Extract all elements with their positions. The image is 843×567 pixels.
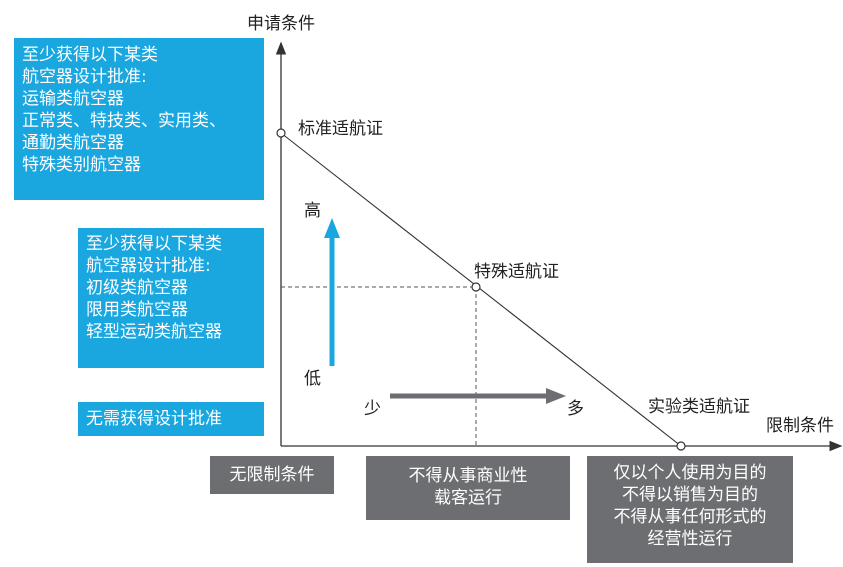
box-top-requirements: 至少获得以下某类 航空器设计批准: 运输类航空器 正常类、特技类、实用类、 通勤… [14, 38, 264, 200]
x-axis-label: 限制条件 [766, 416, 834, 436]
box-top-line: 通勤类航空器 [22, 133, 124, 153]
box-personal-use-line: 经营性运行 [647, 529, 733, 549]
box-personal-use-only: 仅以个人使用为目的 不得以销售为目的 不得从事任何形式的 经营性运行 [587, 456, 793, 563]
point-special [471, 282, 481, 292]
point-standard [276, 128, 286, 138]
box-no-commercial-line: 载客运行 [434, 488, 502, 508]
label-many: 多 [567, 399, 584, 419]
box-personal-use-line: 仅以个人使用为目的 [613, 463, 767, 483]
box-no-restriction-line: 无限制条件 [229, 465, 315, 485]
label-special: 特殊适航证 [474, 262, 559, 282]
box-top-line: 运输类航空器 [22, 89, 124, 109]
box-personal-use-line: 不得从事任何形式的 [613, 507, 767, 527]
box-middle-line: 至少获得以下某类 [86, 234, 222, 254]
label-low: 低 [304, 369, 321, 389]
box-top-line: 特殊类别航空器 [22, 155, 141, 175]
box-no-restriction: 无限制条件 [210, 456, 334, 494]
box-bottom-requirements: 无需获得设计批准 [78, 402, 264, 436]
box-middle-line: 轻型运动类航空器 [86, 322, 222, 342]
diagonal-line [280, 132, 682, 447]
box-middle-requirements: 至少获得以下某类 航空器设计批准: 初级类航空器 限用类航空器 轻型运动类航空器 [78, 228, 264, 368]
label-high: 高 [304, 201, 321, 221]
y-axis-label: 申请条件 [247, 14, 315, 34]
label-few: 少 [364, 399, 381, 419]
point-experimental [676, 441, 686, 451]
label-standard: 标准适航证 [298, 119, 383, 139]
box-middle-line: 航空器设计批准: [86, 256, 211, 276]
label-experimental: 实验类适航证 [648, 397, 750, 417]
arrow-up-head [324, 218, 340, 238]
box-no-commercial-line: 不得从事商业性 [408, 466, 528, 486]
box-top-line: 航空器设计批准: [22, 67, 147, 87]
box-top-line: 正常类、特技类、实用类、 [22, 111, 226, 131]
box-top-line: 至少获得以下某类 [22, 45, 158, 65]
box-personal-use-line: 不得以销售为目的 [622, 485, 758, 505]
box-bottom-line: 无需获得设计批准 [86, 409, 222, 429]
box-middle-line: 限用类航空器 [86, 300, 188, 320]
box-middle-line: 初级类航空器 [86, 278, 188, 298]
arrow-right-head [546, 388, 566, 404]
box-no-commercial-passenger: 不得从事商业性 载客运行 [366, 456, 570, 520]
